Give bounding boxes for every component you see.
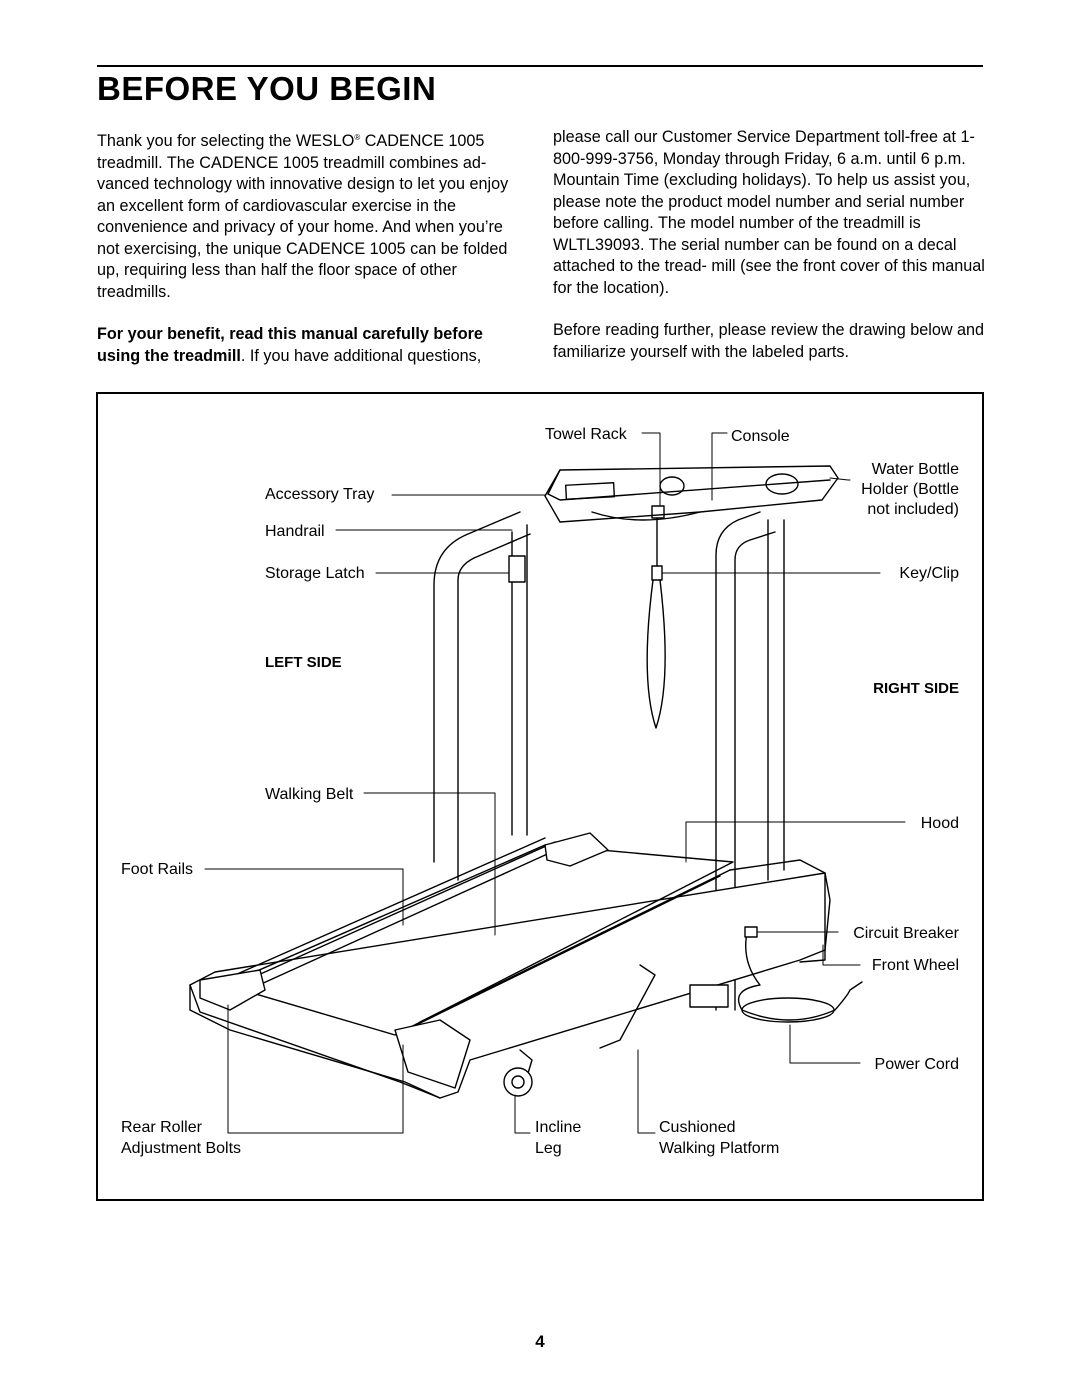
label-handrail: Handrail [265,523,325,540]
left-upright [433,511,531,881]
customer-service-paragraph: please call our Customer Service Departm… [553,128,985,297]
page-number: 4 [535,1332,545,1351]
right-upright [715,511,785,1011]
registered-mark: ® [354,133,361,142]
label-cushioned-1: Cushioned [659,1119,736,1136]
label-right-side: RIGHT SIDE [873,680,959,697]
power-cord-shape [737,926,863,1023]
label-front-wheel: Front Wheel [871,957,959,974]
intro-left-column: Thank you for selecting the WESLO® CADEN… [97,127,523,388]
treadmill-diagram-frame [96,392,984,1201]
benefit-rest-text: . If you have additional questions, [240,346,482,365]
label-power-cord: Power Cord [874,1056,959,1073]
intro-text-b: CADENCE 1005 treadmill. The CADENCE 1005… [97,132,509,301]
label-water-bottle-1: Water Bottle [871,461,959,478]
incline-leg [503,1049,533,1097]
label-towel-rack: Towel Rack [545,426,627,443]
label-walking-belt: Walking Belt [265,786,354,803]
intro-text-a: Thank you for selecting the WESLO [97,132,355,150]
label-storage-latch: Storage Latch [265,565,365,582]
console-shape [544,465,839,523]
label-incline-1: Incline [535,1119,582,1136]
label-rear-roller-2: Adjustment Bolts [121,1140,242,1157]
intro-paragraph: Thank you for selecting the WESLO® CADEN… [97,127,523,303]
label-key-clip: Key/Clip [899,565,959,582]
intro-right-column: please call our Customer Service Departm… [553,127,985,384]
review-drawing-paragraph: Before reading further, please review th… [553,321,985,361]
treadmill-deck [189,832,831,1099]
benefit-bold-text: For your benefit, read this manual caref… [97,325,483,365]
page-title: BEFORE YOU BEGIN [97,70,437,107]
leader-lines [204,432,906,1134]
benefit-paragraph: For your benefit, read this manual caref… [97,324,523,367]
label-rear-roller-1: Rear Roller [121,1119,202,1136]
label-water-bottle-2: Holder (Bottle [861,481,959,498]
label-console: Console [731,428,790,445]
label-left-side: LEFT SIDE [265,654,342,671]
label-incline-2: Leg [535,1140,562,1157]
heading-rule [97,65,983,67]
label-water-bottle-3: not included) [867,501,959,518]
label-circuit-breaker: Circuit Breaker [853,925,959,942]
label-cushioned-2: Walking Platform [659,1140,780,1157]
label-accessory-tray: Accessory Tray [265,486,375,503]
label-foot-rails: Foot Rails [121,861,194,878]
label-hood: Hood [920,815,959,832]
key-cord [646,517,666,729]
